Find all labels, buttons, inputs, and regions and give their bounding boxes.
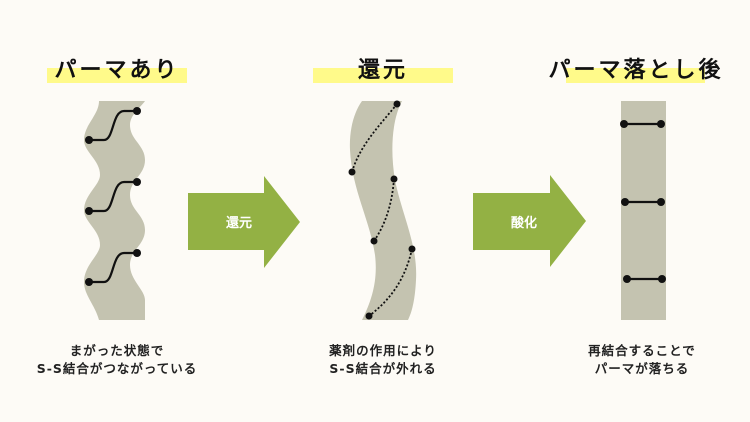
caption-permed-line2: S-S結合がつながっている (37, 361, 198, 376)
oxidation-arrow: 酸化 (473, 175, 586, 267)
reduction-arrow: 還元 (188, 176, 300, 268)
title-highlight (566, 68, 705, 83)
caption-reduction-line2: S-S結合が外れる (329, 361, 436, 376)
title-highlight (313, 68, 453, 83)
broken-bond-dots (348, 100, 416, 320)
arrow-label-reduction: 還元 (226, 215, 252, 231)
ss-bonds-straight (624, 122, 662, 281)
ss-bonds-connected (89, 109, 137, 284)
panel-title-permed: パーマあり (54, 58, 179, 83)
straight-hair-strand-reduced (349, 101, 417, 320)
straight-bond-dots (620, 120, 666, 283)
wavy-hair-strand (84, 101, 145, 320)
bond-dots (85, 107, 141, 286)
caption-permed-line1: まがった状態で (70, 343, 165, 358)
caption-after-line1: 再結合することで (588, 343, 696, 358)
caption-after-line2: パーマが落ちる (595, 361, 690, 376)
broken-bonds-dotted (351, 103, 413, 317)
arrow-label-oxidation: 酸化 (511, 215, 537, 231)
panel-title-after-removal: パーマ落とし後 (548, 57, 723, 83)
panel-title-reduction: 還元 (358, 58, 408, 83)
caption-reduction-line1: 薬剤の作用により (328, 343, 437, 358)
title-highlight (47, 68, 187, 83)
straight-hair-strand (621, 101, 666, 320)
